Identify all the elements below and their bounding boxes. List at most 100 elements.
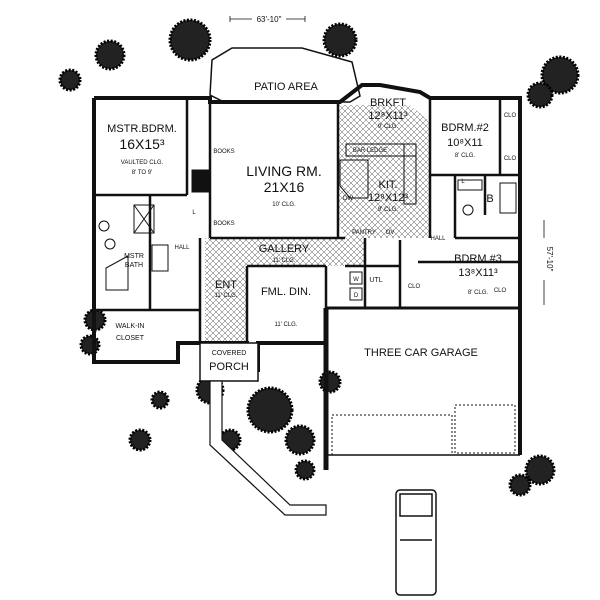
gallery-ceiling: 11' CLG.	[272, 258, 295, 264]
breakfast-ceiling: 9' CLG.	[378, 124, 398, 130]
corner-tub	[105, 255, 129, 291]
kitchen-size: 12⁸X12³	[368, 192, 408, 204]
landscaping-shrubs	[58, 18, 580, 497]
bedroom-2-size: 10⁸X11	[447, 137, 483, 149]
closet-label-top: WALK-IN	[116, 323, 145, 330]
garage-label: THREE CAR GARAGE	[364, 347, 478, 359]
master-bath: MSTR BATH	[124, 253, 144, 269]
entry-label: ENT	[215, 279, 237, 291]
shrub	[318, 370, 342, 394]
porch-label-bottom: PORCH	[209, 361, 249, 373]
shrub	[246, 386, 294, 434]
dryer-label: D	[354, 293, 359, 299]
small-labels: BOOKS BOOKS HALL HALL BAR LEDGE DW PANTR…	[174, 113, 516, 299]
family-dining: FML. DIN. 11' CLG.	[261, 286, 311, 328]
bedroom-3-size: 13⁸X11³	[458, 267, 498, 279]
kitchen: KIT. 12⁸X12³ 9' CLG.	[368, 179, 408, 213]
dishwasher-label: DW	[343, 196, 353, 202]
walkway	[209, 380, 327, 516]
covered-porch-labels: COVERED PORCH	[209, 350, 249, 373]
patio-label: PATIO AREA	[254, 81, 318, 93]
entry-ceiling: 11' CLG.	[214, 293, 237, 299]
bar-ledge-label: BAR LEDGE	[353, 148, 387, 154]
breakfast-label: BRKFT	[370, 97, 406, 109]
entry: ENT 11' CLG.	[214, 279, 237, 299]
washer-label: W	[353, 277, 359, 283]
shrub	[322, 22, 358, 58]
shrub	[94, 39, 126, 71]
bath-2-label: B	[486, 193, 493, 205]
bedroom-2: BDRM.#2 10⁸X11 8' CLG.	[441, 122, 489, 159]
linen-bath-label: L	[461, 179, 465, 185]
shrub	[540, 55, 580, 95]
depth-dimension-label: 57'-10"	[545, 247, 554, 272]
master-bath-label-bottom: BATH	[125, 262, 143, 269]
shrub	[168, 18, 212, 62]
closet-b3-label: CLO	[494, 288, 507, 294]
fixtures	[98, 143, 517, 456]
master-bedroom: MSTR.BDRM. 16X15³ VAULTED CLG. 8' TO 9'	[107, 123, 177, 176]
shrub	[58, 68, 82, 92]
truck-illustration	[395, 489, 437, 596]
breakfast-room: BRKFT 12⁸X11³ 9' CLG.	[368, 97, 408, 130]
kitchen-island	[339, 159, 369, 199]
utility-label: UTL	[369, 277, 382, 284]
walk-in-closet: WALK-IN CLOSET	[116, 323, 145, 342]
shrub	[79, 334, 101, 356]
shrub	[508, 473, 532, 497]
bedroom-3-label: BDRM.#3	[454, 253, 502, 265]
depth-dimension: 57'-10"	[538, 220, 554, 305]
living-room-size: 21X16	[264, 179, 305, 195]
shower-mstr	[133, 204, 155, 234]
dining-label: FML. DIN.	[261, 286, 311, 298]
toilet-mstr	[98, 220, 110, 232]
garage-door-left	[331, 414, 453, 456]
shrub	[294, 459, 316, 481]
closet-b2-mid-label: CLO	[504, 156, 517, 162]
pantry-label: PANTRY	[352, 230, 376, 236]
shrub	[284, 424, 316, 456]
covered-porch	[199, 342, 259, 382]
linen-label: L	[192, 210, 196, 216]
master-bedroom-ceiling-range: 8' TO 9'	[132, 170, 152, 176]
gallery-tile-floor	[205, 238, 365, 266]
bath2-toilet	[462, 204, 474, 216]
dining-ceiling: 11' CLG.	[274, 322, 297, 328]
bedroom-2-label: BDRM.#2	[441, 122, 489, 134]
washer	[349, 271, 363, 285]
shrub	[128, 428, 152, 452]
fireplace	[191, 169, 211, 193]
hall-label-right: HALL	[430, 236, 446, 242]
shrub	[150, 390, 170, 410]
master-bath-label-top: MSTR	[124, 253, 144, 260]
closet-label-bottom: CLOSET	[116, 335, 145, 342]
gallery-label: GALLERY	[259, 243, 310, 255]
gallery: GALLERY 11' CLG.	[259, 243, 310, 264]
bath2-tub	[499, 182, 517, 214]
hall-label-left: HALL	[174, 245, 190, 251]
bedroom-3: BDRM.#3 13⁸X11³ 8' CLG.	[454, 253, 502, 296]
shrub	[524, 454, 556, 486]
kitchen-tile-floor	[338, 105, 430, 238]
bath2-vanity	[457, 179, 483, 191]
master-bedroom-size: 16X15³	[119, 136, 164, 152]
closet-hall-label: CLO	[408, 284, 421, 290]
living-room-label: LIVING RM.	[246, 163, 321, 179]
porch-label-top: COVERED	[212, 350, 247, 357]
kitchen-counter-right	[403, 143, 417, 205]
bedroom-3-ceiling: 8' CLG.	[468, 290, 488, 296]
breakfast-size: 12⁸X11³	[368, 110, 408, 122]
closet-b2-top-label: CLO	[504, 113, 517, 119]
living-room-ceiling: 10' CLG.	[272, 202, 296, 208]
master-bedroom-ceiling: VAULTED CLG.	[121, 160, 164, 166]
shrub	[526, 81, 554, 109]
entry-tile-floor	[205, 266, 247, 343]
master-bedroom-label: MSTR.BDRM.	[107, 123, 177, 135]
vanity-mstr	[151, 244, 169, 272]
kitchen-ceiling: 9' CLG.	[378, 207, 398, 213]
patio-area	[209, 47, 361, 103]
garage-door-right	[454, 404, 516, 454]
dryer	[349, 287, 363, 301]
